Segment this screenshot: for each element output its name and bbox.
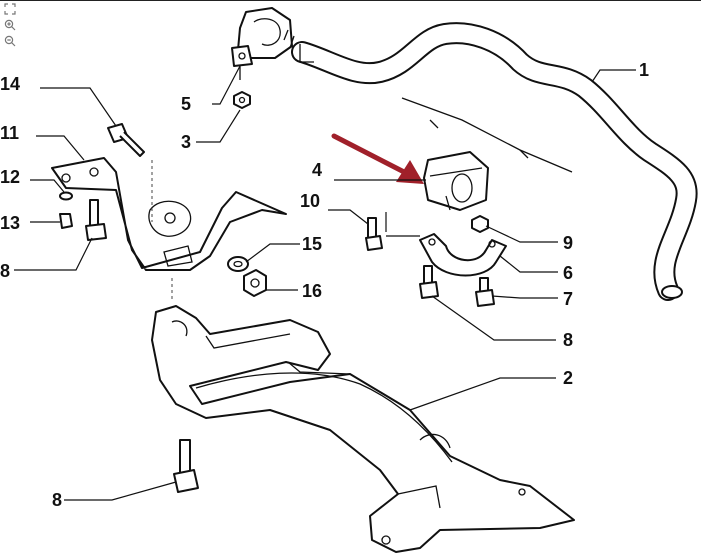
viewer-toolbar: [2, 2, 22, 48]
part-15-washer: [227, 256, 249, 272]
callout-3: 3: [181, 132, 191, 152]
part-14-bolt: [107, 123, 145, 157]
callout-5: 5: [181, 94, 191, 114]
callout-2: 2: [563, 368, 573, 388]
part-2-subframe: [151, 305, 575, 553]
part-1-stabilizer-bar: [291, 22, 698, 301]
part-13-bolt: [59, 213, 73, 229]
part-6-clamp: [419, 233, 507, 277]
part-8-bolt-middle: [419, 265, 439, 299]
callout-7: 7: [563, 289, 573, 309]
callout-11: 11: [0, 123, 19, 143]
callout-9: 9: [563, 233, 573, 253]
zoom-in-icon[interactable]: [2, 18, 18, 32]
callout-8-left: 8: [0, 261, 10, 281]
part-10-bolt: [365, 217, 383, 251]
top-border: [0, 0, 701, 1]
callout-15: 15: [302, 234, 322, 254]
part-12-washer: [59, 191, 73, 201]
part-4-bushing: [423, 151, 489, 211]
part-8-bolt-bottom: [173, 439, 199, 493]
callout-6: 6: [563, 263, 573, 283]
part-9-nut: [471, 215, 489, 233]
assembly-guide-line: [385, 212, 420, 237]
part-7-bolt: [475, 277, 495, 307]
part-11-bracket: [51, 157, 287, 300]
part-3-nut: [233, 91, 251, 109]
callout-labels: 1 2 3 4 5 6 7 8 8 8 9 10 11 12 13 14 15 …: [0, 60, 649, 510]
callout-12: 12: [0, 167, 20, 187]
part-8-bolt-left: [85, 199, 107, 241]
callout-4: 4: [312, 160, 322, 180]
zoom-out-icon[interactable]: [2, 34, 18, 48]
leader-lines: [14, 65, 636, 501]
callout-14: 14: [0, 74, 20, 94]
part-16-nut: [243, 269, 267, 297]
callout-8-bottom: 8: [52, 490, 62, 510]
callout-10: 10: [300, 191, 320, 211]
callout-1: 1: [639, 60, 649, 80]
part-5-upper-bracket: [231, 7, 295, 80]
callout-16: 16: [302, 281, 322, 301]
highlight-arrow: [331, 133, 424, 184]
callout-13: 13: [0, 213, 20, 233]
fit-view-icon[interactable]: [2, 2, 18, 16]
callout-8-right: 8: [563, 330, 573, 350]
